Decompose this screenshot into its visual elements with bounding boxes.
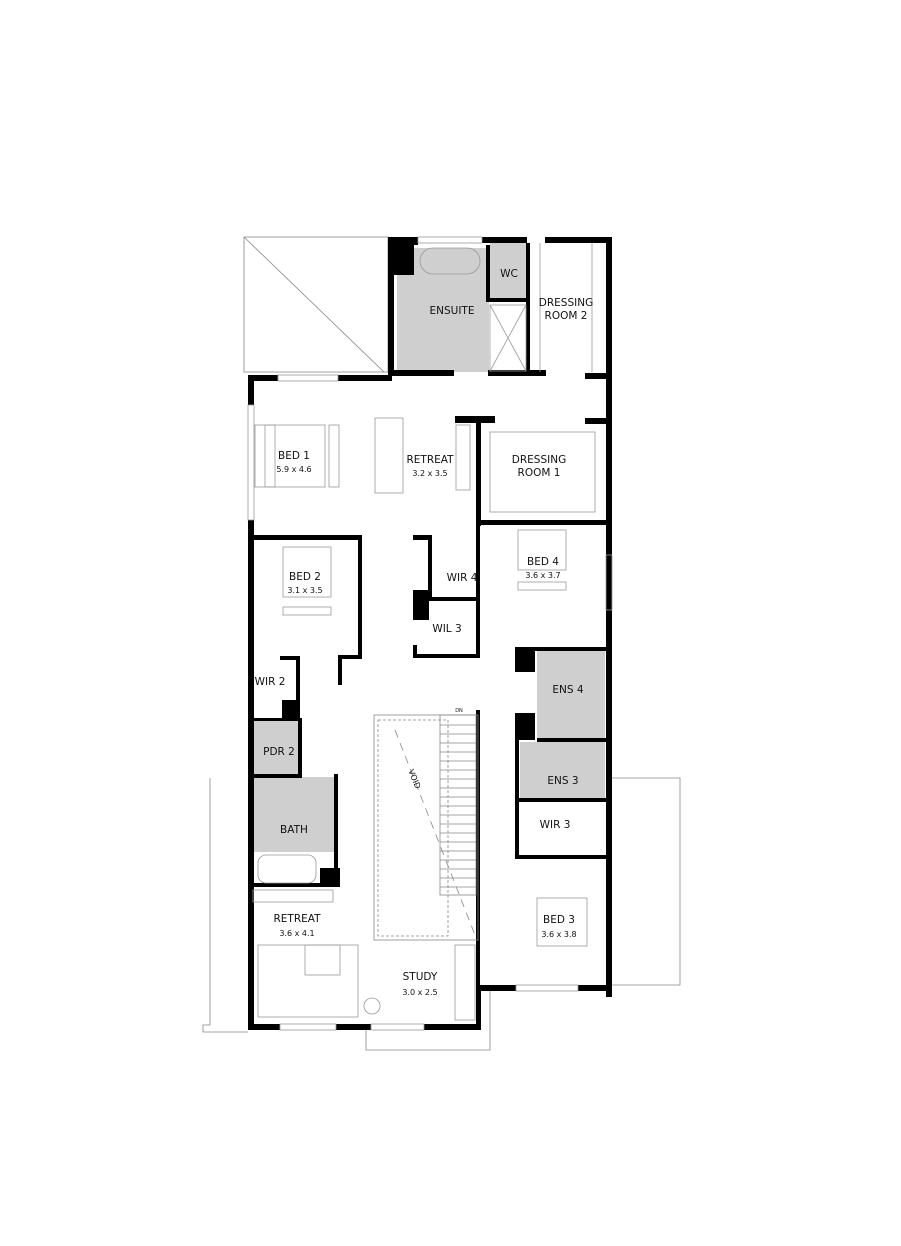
room-size-retreat: 3.2 x 3.5 xyxy=(412,469,447,478)
room-label-bath: BATH xyxy=(280,824,308,836)
room-label-wir-3: WIR 3 xyxy=(540,819,571,831)
room-size-bed-3: 3.6 x 3.8 xyxy=(541,930,576,939)
room-size-retreat-2: 3.6 x 4.1 xyxy=(279,929,314,938)
bath-tub-icon xyxy=(257,854,317,884)
room-label-dressing-room-2-line2: ROOM 2 xyxy=(545,310,588,322)
room-label-wir-2: WIR 2 xyxy=(255,676,286,688)
stair-direction-label: DN xyxy=(455,708,463,714)
bathtub-icon xyxy=(419,247,481,275)
room-label-pdr-2: PDR 2 xyxy=(263,746,295,758)
room-label-ensuite: ENSUITE xyxy=(430,305,475,317)
room-label-wil-3: WIL 3 xyxy=(432,623,461,635)
windows xyxy=(247,236,613,1031)
site-outline xyxy=(202,236,681,1051)
room-label-retreat: RETREAT xyxy=(406,454,454,466)
room-label-dressing-room-1-line2: ROOM 1 xyxy=(518,467,561,479)
room-label-bed-2: BED 2 xyxy=(289,571,321,583)
room-size-bed-1: 5.9 x 4.6 xyxy=(276,465,311,474)
void-label: VOID xyxy=(406,768,422,790)
room-size-bed-4: 3.6 x 3.7 xyxy=(525,571,560,580)
room-label-ens-3: ENS 3 xyxy=(547,775,578,787)
room-label-ens-4: ENS 4 xyxy=(552,684,583,696)
room-label-study: STUDY xyxy=(403,971,438,983)
room-label-bed-3: BED 3 xyxy=(543,914,575,926)
void-area: VOID xyxy=(373,714,479,941)
room-label-dressing-room-1: DRESSING xyxy=(512,454,566,466)
furniture xyxy=(252,243,596,1021)
room-label-bed-1: BED 1 xyxy=(278,450,310,462)
room-size-bed-2: 3.1 x 3.5 xyxy=(287,586,322,595)
room-size-study: 3.0 x 2.5 xyxy=(402,988,437,997)
room-label-bed-4: BED 4 xyxy=(527,556,559,568)
room-label-wir-4: WIR 4 xyxy=(447,572,478,584)
room-labels: ENSUITE WC DRESSING ROOM 2 BED 1 5.9 x 4… xyxy=(255,268,594,997)
room-label-retreat-2: RETREAT xyxy=(273,913,321,925)
room-label-wc: WC xyxy=(500,268,518,280)
room-label-dressing-room-2: DRESSING xyxy=(539,297,593,309)
staircase[interactable]: DN xyxy=(439,708,477,896)
